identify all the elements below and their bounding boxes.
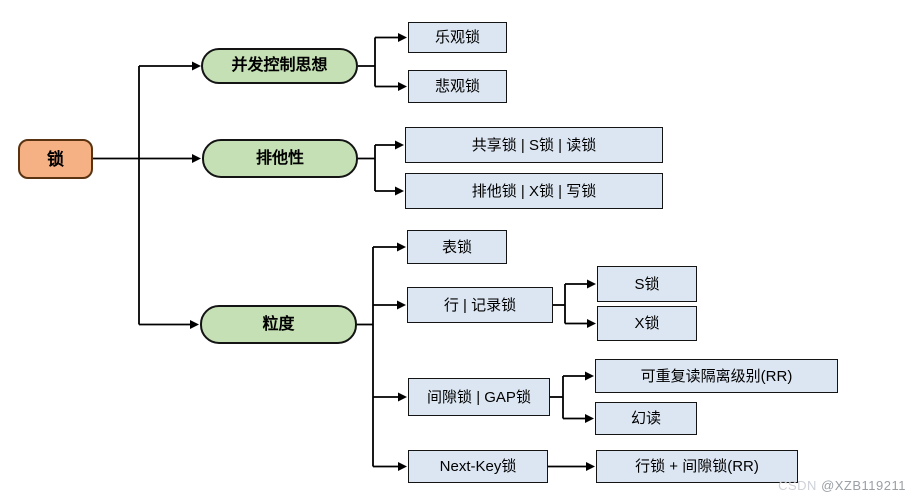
watermark-brand: CSDN bbox=[778, 478, 817, 493]
connector-nextkey-child bbox=[548, 462, 595, 471]
csdn-watermark: CSDN @XZB119211 bbox=[778, 478, 906, 493]
leaf-row-record-lock: 行 | 记录锁 bbox=[407, 287, 553, 323]
leaf-next-key-lock: Next-Key锁 bbox=[408, 450, 548, 483]
leaf-table-lock: 表锁 bbox=[407, 230, 507, 264]
watermark-username: @XZB119211 bbox=[821, 478, 906, 493]
branch-exclusivity: 排他性 bbox=[202, 139, 358, 178]
root-node-lock: 锁 bbox=[18, 139, 93, 179]
leaf-row-plus-gap-lock: 行锁 + 间隙锁(RR) bbox=[596, 450, 798, 483]
leaf-s-lock: S锁 bbox=[597, 266, 697, 302]
connector-gap-lock-children bbox=[550, 371, 594, 423]
leaf-optimistic-lock: 乐观锁 bbox=[408, 22, 507, 53]
connector-row-lock-children bbox=[553, 279, 596, 328]
connector-concurrency-children bbox=[358, 33, 407, 91]
connector-granularity-children bbox=[357, 242, 407, 471]
leaf-gap-lock: 间隙锁 | GAP锁 bbox=[408, 378, 550, 416]
connector-exclusivity-children bbox=[358, 140, 404, 196]
branch-concurrency-control: 并发控制思想 bbox=[201, 48, 358, 84]
leaf-exclusive-lock: 排他锁 | X锁 | 写锁 bbox=[405, 173, 663, 209]
leaf-repeatable-read-level: 可重复读隔离级别(RR) bbox=[595, 359, 838, 393]
connector-root-to-branches bbox=[93, 61, 201, 329]
leaf-pessimistic-lock: 悲观锁 bbox=[408, 70, 507, 103]
leaf-shared-lock: 共享锁 | S锁 | 读锁 bbox=[405, 127, 663, 163]
branch-granularity: 粒度 bbox=[200, 305, 357, 344]
leaf-phantom-read: 幻读 bbox=[595, 402, 697, 435]
leaf-x-lock: X锁 bbox=[597, 306, 697, 341]
